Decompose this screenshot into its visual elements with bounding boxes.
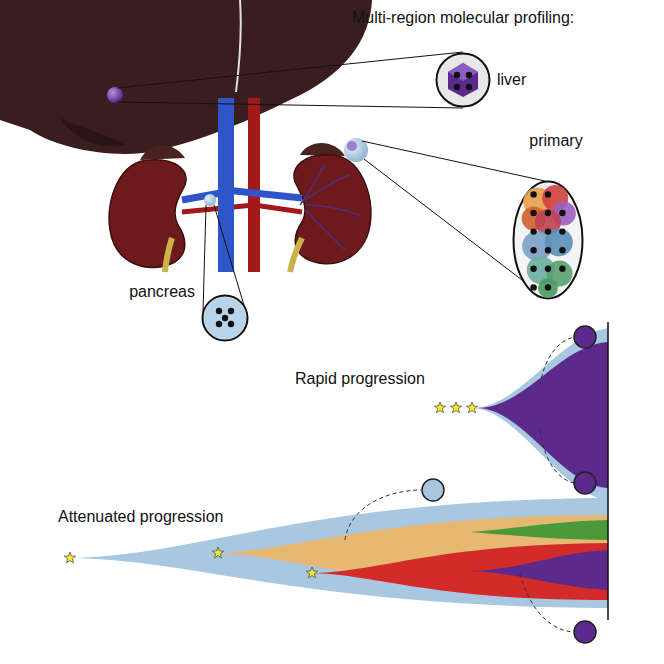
kidney xyxy=(109,160,186,268)
callout-label: pancreas xyxy=(129,283,195,301)
sample-dot xyxy=(545,247,551,253)
ligament-line xyxy=(236,0,241,92)
tumor-cube xyxy=(448,63,478,97)
sample-circle xyxy=(574,472,596,494)
sample-dot xyxy=(228,308,234,314)
dashed-arc xyxy=(540,430,574,483)
tumor-cube xyxy=(448,63,478,81)
callout-outline xyxy=(512,180,584,300)
sample-dot xyxy=(216,308,222,314)
callout-circle: liver xyxy=(435,52,491,108)
dashed-arc xyxy=(520,574,573,632)
callout-circle: primary xyxy=(512,180,584,300)
kidney-vessels xyxy=(300,165,360,250)
sample-dot xyxy=(545,210,551,216)
sample-dot xyxy=(530,191,536,197)
callout-border xyxy=(437,54,490,107)
sample-dot xyxy=(530,210,536,216)
sample-dot xyxy=(559,266,565,272)
sample-dot xyxy=(222,315,228,321)
sample-circle xyxy=(422,479,444,501)
dashed-arc xyxy=(540,337,574,385)
aorta xyxy=(248,98,260,272)
plot-label: Attenuated progression xyxy=(58,508,223,526)
pancreas-tumor xyxy=(204,194,216,206)
tumor-region xyxy=(545,228,573,256)
tumor-region xyxy=(538,278,558,298)
kidney xyxy=(294,155,371,264)
sample-dot xyxy=(545,266,551,272)
tumor-region xyxy=(204,297,246,339)
sample-dot xyxy=(466,72,472,78)
sample-dot xyxy=(216,321,222,327)
sample-dot xyxy=(545,284,551,290)
fish-clone xyxy=(470,550,608,590)
sample-dot xyxy=(545,228,551,234)
star-mark xyxy=(306,567,317,578)
figure-title: Multi-region molecular profiling: xyxy=(352,9,574,27)
sample-dot xyxy=(559,247,565,253)
renal-vein xyxy=(182,190,302,200)
sample-dot xyxy=(559,228,565,234)
callout-circle: pancreas xyxy=(201,294,249,342)
fish-clone xyxy=(478,342,608,488)
adrenal-gland xyxy=(300,143,345,156)
sample-dot xyxy=(530,247,536,253)
liver-tumor xyxy=(107,87,123,103)
ureter xyxy=(165,238,172,272)
star-mark xyxy=(450,402,461,413)
adrenal-gland xyxy=(140,146,185,161)
callout-label: primary xyxy=(529,132,582,150)
fish-clone xyxy=(472,328,608,500)
sample-dot xyxy=(454,84,460,90)
sample-dot xyxy=(454,72,460,78)
liver-lobe xyxy=(60,118,125,146)
axis-line xyxy=(607,322,609,620)
callout-border xyxy=(514,182,583,299)
sample-circle xyxy=(574,621,596,643)
sample-dot xyxy=(530,266,536,272)
fish-clone xyxy=(470,520,608,540)
callout-label: liver xyxy=(497,71,526,89)
sample-dot xyxy=(545,191,551,197)
primary-tumor xyxy=(347,141,357,151)
star-mark xyxy=(212,547,223,558)
sample-dot xyxy=(530,228,536,234)
sample-circle xyxy=(574,326,596,348)
sample-dot xyxy=(228,321,234,327)
renal-artery xyxy=(182,205,302,212)
ureter xyxy=(290,238,302,272)
dashed-arc xyxy=(345,490,421,540)
sample-dot xyxy=(559,210,565,216)
sample-dot xyxy=(466,84,472,90)
star-mark xyxy=(466,402,477,413)
callout-outline xyxy=(435,52,491,108)
plot-label: Rapid progression xyxy=(295,370,425,388)
sample-dot xyxy=(530,284,536,290)
liver-shape xyxy=(0,0,372,154)
star-mark xyxy=(434,402,445,413)
callout-border xyxy=(203,296,248,341)
fish-clone xyxy=(312,543,608,600)
callout-outline xyxy=(201,294,249,342)
star-mark xyxy=(64,552,75,563)
leader-line xyxy=(117,52,463,108)
